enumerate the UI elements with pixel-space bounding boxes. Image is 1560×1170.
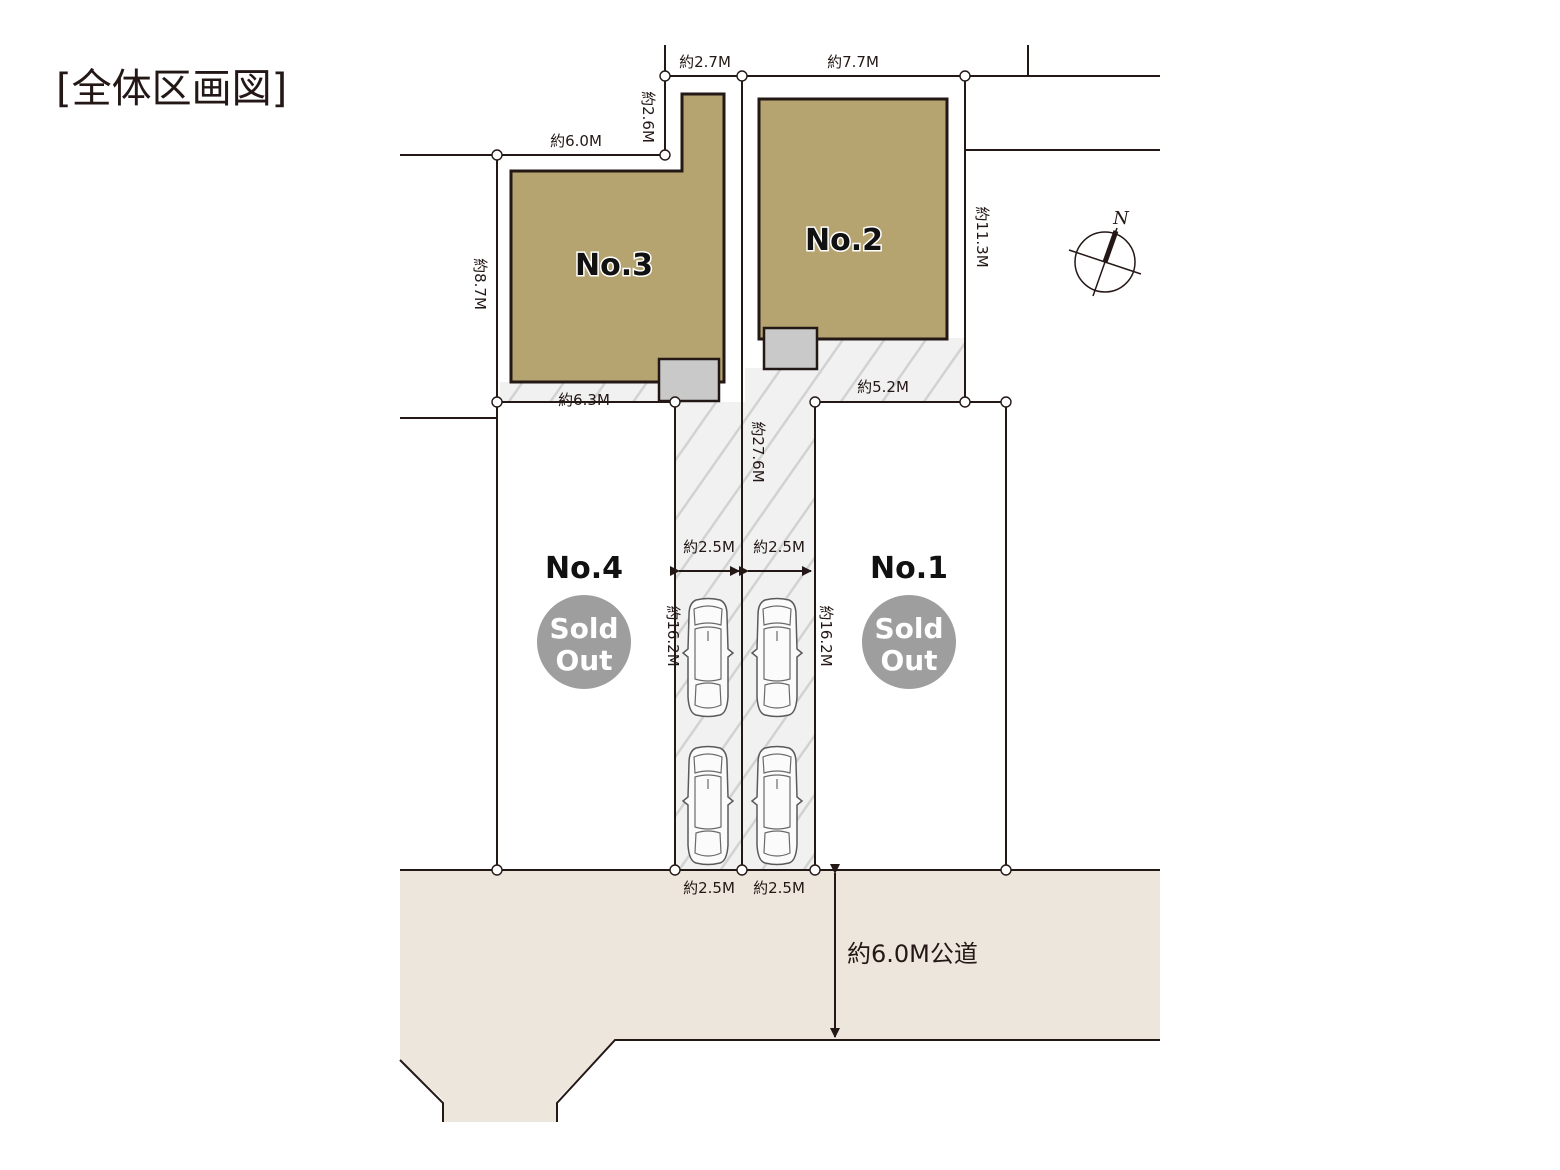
dim-left-side: 約8.7M xyxy=(471,258,489,310)
driveway xyxy=(675,338,965,870)
building-no3 xyxy=(509,92,726,384)
dim-left-short: 約2.6M xyxy=(639,91,657,143)
dim-bottom-width-left: 約2.5M xyxy=(683,879,735,897)
car-icon xyxy=(682,745,734,866)
dim-side-right: 約16.2M xyxy=(817,605,835,666)
svg-text:Sold: Sold xyxy=(549,612,618,645)
sold-out-badge-no1: Sold Out xyxy=(862,595,956,689)
dim-mid-right: 約5.2M xyxy=(857,378,909,396)
north-compass-icon: N xyxy=(1068,208,1142,297)
dim-drive-length: 約27.6M xyxy=(749,421,767,482)
lot-label-no2: No.2 xyxy=(805,223,883,258)
north-label: N xyxy=(1112,208,1130,229)
dim-left-top: 約6.0M xyxy=(550,132,602,150)
dim-bottom-width-right: 約2.5M xyxy=(753,879,805,897)
sold-out-badge-no4: Sold Out xyxy=(537,595,631,689)
dim-side-left: 約16.2M xyxy=(664,605,682,666)
boundary-points xyxy=(491,70,1012,876)
car-icon xyxy=(751,745,803,866)
road-label: 約6.0M公道 xyxy=(847,940,978,968)
svg-text:Sold: Sold xyxy=(874,612,943,645)
car-icon xyxy=(682,597,734,718)
public-road xyxy=(400,870,1160,1122)
car-icon xyxy=(751,597,803,718)
lot-label-no4: No.4 xyxy=(545,551,623,586)
page-title: [全体区画図] xyxy=(56,66,287,112)
dim-top: 約7.7M xyxy=(827,53,879,71)
surrounding-lines xyxy=(400,45,1160,871)
lot-label-no3: No.3 xyxy=(575,248,653,283)
dim-mid-left: 約6.3M xyxy=(558,391,610,409)
lot-label-no1: No.1 xyxy=(870,551,948,586)
dim-right-side: 約11.3M xyxy=(973,206,991,267)
dim-drive-width-right: 約2.5M xyxy=(753,538,805,556)
utility-box-no3 xyxy=(657,357,721,403)
utility-box-no2 xyxy=(762,326,819,371)
svg-text:Out: Out xyxy=(555,644,612,677)
svg-text:Out: Out xyxy=(880,644,937,677)
dim-top-left: 約2.7M xyxy=(679,53,731,71)
dim-drive-width-left: 約2.5M xyxy=(683,538,735,556)
building-no2 xyxy=(757,97,949,341)
